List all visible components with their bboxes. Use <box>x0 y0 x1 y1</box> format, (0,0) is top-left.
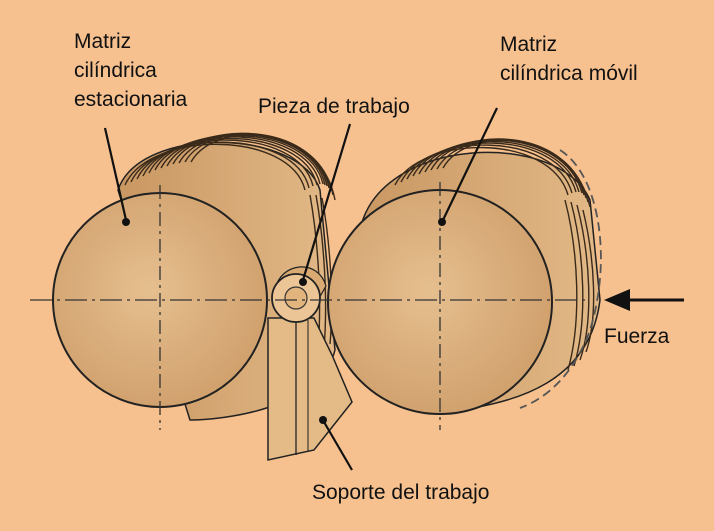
workpiece-label: Pieza de trabajo <box>258 95 410 118</box>
moving-die-travel-outline <box>519 149 602 409</box>
stationary-die-label-line-1: Matriz <box>74 30 132 53</box>
workpiece <box>271 266 327 323</box>
workpiece-label-dot <box>299 278 307 286</box>
leader-workpiece <box>301 123 352 281</box>
stationary-die-label-line-2: cilíndrica <box>74 59 157 82</box>
force-arrow <box>604 289 684 311</box>
work-support-label-dot <box>319 416 327 424</box>
leader-stationary-die <box>103 127 128 221</box>
work-support-label: Soporte del trabajo <box>312 481 490 504</box>
force-label: Fuerza <box>604 325 670 348</box>
moving-die <box>327 138 602 430</box>
stationary-die-label-dot <box>122 218 130 226</box>
leader-lines <box>103 107 498 471</box>
moving-die-label-line-2: cilíndrica móvil <box>500 62 638 85</box>
stationary-die <box>52 132 336 430</box>
work-support <box>267 317 353 461</box>
moving-die-label-line-1: Matriz <box>500 33 558 56</box>
moving-die-label: Matriz cilíndrica móvil <box>500 30 638 88</box>
stationary-die-label-line-3: estacionaria <box>74 88 188 111</box>
leader-moving-die <box>442 107 498 221</box>
stationary-die-label: Matriz cilíndrica estacionaria <box>74 27 187 114</box>
moving-die-label-dot <box>438 218 446 226</box>
moving-die-threads <box>394 138 595 371</box>
leader-work-support <box>323 421 353 471</box>
